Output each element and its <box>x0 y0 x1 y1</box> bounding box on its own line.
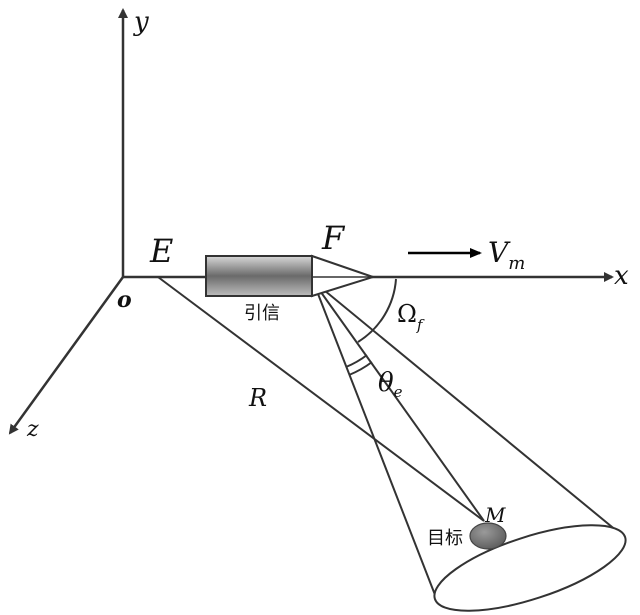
fuze-to-target-line <box>312 280 485 522</box>
theta-e-arc-inner <box>345 354 368 368</box>
cone-edge-outer <box>312 280 624 537</box>
theta-symbol: θ <box>378 368 394 398</box>
velocity-label: Vm <box>488 236 525 274</box>
origin-label: o <box>117 287 132 313</box>
range-line-R <box>157 276 485 522</box>
z-axis-label: z <box>26 417 39 442</box>
target-blob <box>469 522 507 550</box>
point-M-label: M <box>484 503 506 527</box>
omega-symbol: Ω <box>397 300 417 328</box>
theta-label: θe <box>378 368 403 401</box>
velocity-symbol: V <box>488 236 511 269</box>
omega-f-arc <box>357 278 397 343</box>
omega-subscript: f <box>416 316 425 334</box>
target-label: 目标 <box>427 528 463 549</box>
cone-base-ellipse <box>433 524 627 612</box>
z-axis <box>8 276 125 435</box>
theta-subscript: e <box>394 383 403 401</box>
point-E-label: E <box>149 232 173 270</box>
range-label: R <box>248 384 267 412</box>
theta-e-arc <box>348 361 373 376</box>
x-axis-label: x <box>614 261 629 291</box>
fuze-nose <box>311 254 377 298</box>
y-axis-label: y <box>133 7 149 37</box>
point-F-label: F <box>321 219 346 257</box>
fuze-label: 引信 <box>244 303 280 324</box>
velocity-subscript: m <box>508 253 525 274</box>
fuze-body <box>205 255 313 297</box>
omega-label: Ωf <box>397 300 425 334</box>
cone-edge-inner <box>312 280 438 601</box>
